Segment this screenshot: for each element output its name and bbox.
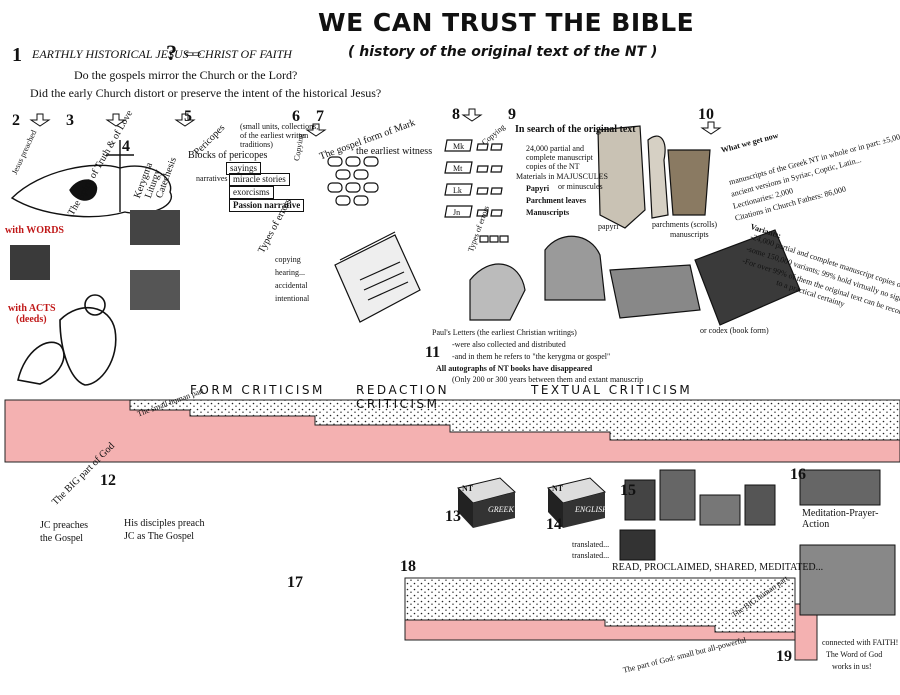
step-number-13: 13	[445, 508, 461, 525]
error-hearing: hearing...	[275, 268, 305, 277]
manuscripts-label: Manuscripts	[526, 208, 570, 217]
materials-label: Materials in MAJUSCULES	[516, 172, 608, 181]
jc-preaches-line-1: JC preaches	[40, 520, 89, 531]
step-number-12: 12	[100, 472, 116, 489]
error-intentional: intentional	[275, 294, 310, 303]
search-original-label: In search of the original text	[515, 124, 636, 135]
connected-line-1: connected with FAITH!	[822, 638, 899, 647]
autographs-label: All autographs of NT books have disappea…	[436, 364, 593, 373]
deeds-label: (deeds)	[16, 314, 47, 325]
gospel-label-lk: Lk	[453, 186, 462, 195]
reading-people-pictures	[619, 469, 896, 616]
form-criticism-label: FORM CRITICISM	[190, 383, 325, 397]
step-number-4: 4	[122, 138, 130, 155]
disciples-preach-line-2: JC as The Gospel	[124, 531, 195, 542]
crowd-picture	[10, 210, 180, 310]
step-number-16: 16	[790, 466, 806, 483]
redaction-criticism-label: REDACTION CRITICISM	[356, 383, 450, 411]
translated-line-2: translated...	[572, 551, 610, 560]
gospel-label-mt: Mt	[453, 164, 463, 173]
error-accidental: accidental	[275, 281, 308, 290]
partial-copies-label: 24,000 partial and complete manuscript c…	[526, 144, 593, 171]
pericopes-note: (small units, collections, of the earlie…	[240, 122, 319, 149]
textual-criticism-label: TEXTUAL CRITICISM	[531, 383, 693, 397]
step-number-9: 9	[508, 106, 516, 123]
blocks-of-pericopes-label: Blocks of pericopes	[188, 150, 268, 161]
greek-label: GREEK	[488, 505, 514, 514]
english-label: ENGLISH	[575, 505, 608, 514]
step-number-6: 6	[292, 108, 300, 125]
narratives-label: narratives	[196, 174, 228, 183]
connected-line-2: The Word of God	[826, 650, 883, 659]
step-number-18: 18	[400, 558, 416, 575]
with-acts-label: with ACTS	[8, 303, 56, 314]
connected-line-3: works in us!	[832, 662, 872, 671]
step-number-2: 2	[12, 112, 20, 129]
healing-picture	[17, 294, 117, 386]
miracle-stories-box: miracle stories	[229, 173, 290, 186]
step-number-15: 15	[620, 482, 636, 499]
page-subtitle: ( history of the original text of the NT…	[348, 44, 658, 60]
earliest-witness-label: the earliest witness	[356, 146, 433, 157]
gospel-label-mk: Mk	[453, 142, 465, 151]
jesus-cloud-picture	[10, 140, 173, 218]
or-codex-label: or codex (book form)	[700, 326, 769, 335]
step-number-19: 19	[776, 648, 792, 665]
pauls-letters-line-3: -and in them he refers to "the kerygma o…	[452, 352, 611, 361]
papyri-label: Papyri	[526, 184, 550, 193]
step-number-3: 3	[66, 112, 74, 129]
parchments-scrolls-label: parchments (scrolls)	[652, 220, 718, 229]
step-number-7: 7	[316, 108, 324, 125]
pauls-letters-line-1: Paul's Letters (the earliest Christian w…	[432, 328, 577, 337]
passion-narrative-box: Passion narrative	[229, 199, 305, 212]
step-number-17: 17	[287, 574, 303, 591]
mark-blocks	[327, 156, 379, 206]
question-line-2: Did the early Church distort or preserve…	[30, 86, 382, 100]
pauls-letters-line-2: -were also collected and distributed	[452, 340, 566, 349]
disciples-preach-line-1: His disciples preach	[124, 518, 205, 529]
question-mark: ?	[166, 40, 177, 65]
sayings-box: sayings	[226, 162, 261, 175]
earthly-jesus-label: EARTHLY HISTORICAL JESUS ⇨	[32, 47, 202, 61]
papyri-small-label: papyri	[598, 222, 619, 231]
gospel-tabs	[444, 139, 509, 243]
error-copying: copying	[275, 255, 301, 264]
nt-greek-title: NT	[462, 484, 474, 493]
gospel-label-jn: Jn	[453, 208, 461, 217]
nt-greek-book	[457, 477, 517, 528]
step-number-1: 1	[12, 44, 22, 66]
timeline-band	[4, 399, 900, 463]
step-number-5: 5	[184, 108, 192, 125]
step-number-8: 8	[452, 106, 460, 123]
meditation-label: Meditation-Prayer-Action	[802, 508, 879, 530]
parchment-leaves-label: Parchment leaves	[526, 196, 587, 205]
christ-of-faith-label: ⇦ CHRIST OF FAITH	[184, 47, 292, 61]
manuscript-pictures	[469, 125, 801, 326]
lower-band	[404, 577, 818, 661]
nt-english-title: NT	[552, 484, 564, 493]
step-number-10: 10	[698, 106, 714, 123]
jc-preaches-line-2: the Gospel	[40, 533, 84, 544]
page-title: WE CAN TRUST THE BIBLE	[318, 8, 695, 37]
step-number-11: 11	[425, 344, 441, 361]
step-number-14: 14	[546, 516, 562, 533]
read-proclaimed-label: READ, PROCLAIMED, SHARED, MEDITATED...	[612, 562, 824, 573]
scroll-picture	[334, 231, 421, 323]
with-words-label: with WORDS	[5, 225, 64, 236]
arrow-icons	[29, 108, 722, 137]
or-minuscules-label: or minuscules	[558, 182, 603, 191]
manuscripts-label-2: manuscripts	[670, 230, 709, 239]
nt-english-book	[547, 477, 607, 528]
exorcisms-box: exorcisms	[229, 186, 274, 199]
question-line-1: Do the gospels mirror the Church or the …	[74, 68, 298, 82]
translated-line-1: translated...	[572, 540, 610, 549]
only-200-label: (Only 200 or 300 years between them and …	[452, 375, 644, 384]
